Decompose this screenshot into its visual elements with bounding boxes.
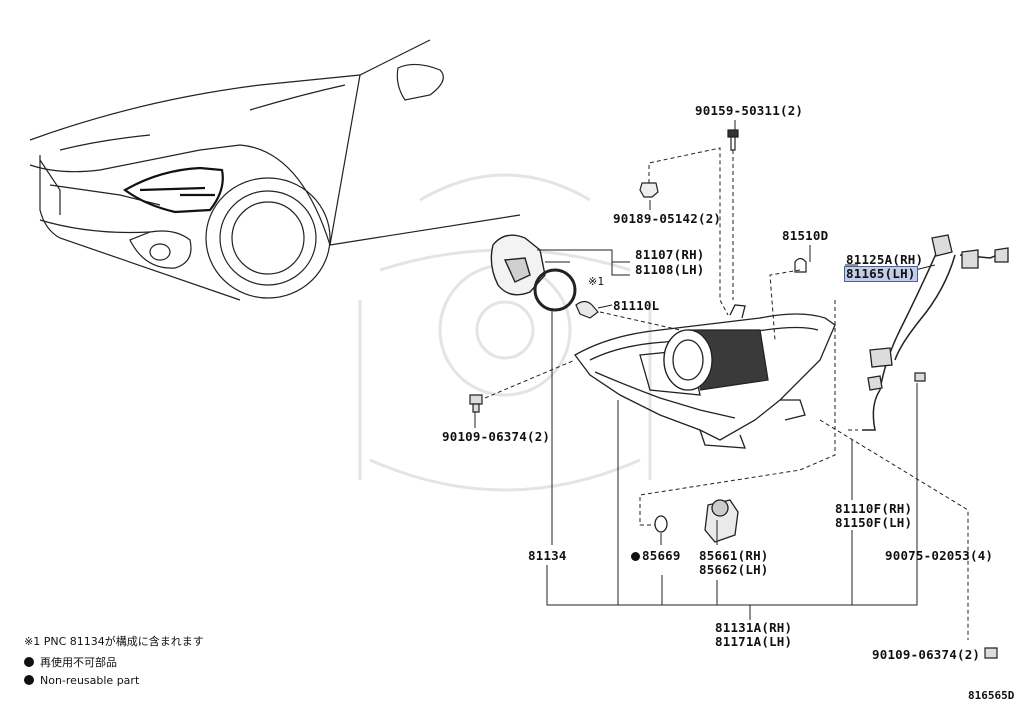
nut [639, 182, 659, 198]
cover-cap [490, 234, 546, 296]
label-ring: 85669 [631, 549, 681, 563]
label-unit-rh: 81110F(RH) [835, 501, 913, 516]
label-bolt-top: 90159-50311(2) [695, 103, 804, 118]
dashed-leaders [484, 147, 969, 640]
label-nut: 90189-05142(2) [613, 211, 722, 226]
label-wire-rh: 81125A(RH) [846, 252, 924, 267]
label-cover-lh: 81108(LH) [635, 262, 705, 277]
diagram-code: 816565D [968, 689, 1015, 702]
projector-lens [663, 329, 769, 391]
label-housing: 81134 [528, 548, 567, 563]
label-clip: 90075-02053(4) [885, 548, 994, 563]
ring-85669 [654, 515, 668, 533]
o-ring [533, 268, 577, 312]
legend-item-jp: 再使用不可部品 [24, 656, 117, 669]
legend-item-en: Non-reusable part [24, 674, 139, 687]
label-screw-left: 90109-06374(2) [442, 429, 551, 444]
clip-screw [914, 372, 998, 659]
label-socket: 81110L [613, 298, 660, 313]
label-unit-lh: 81150F(LH) [835, 515, 913, 530]
socket-81110l [575, 300, 599, 319]
label-wire-lh-highlighted[interactable]: 81165(LH) [844, 266, 918, 282]
label-ballast-lh: 85662(LH) [699, 562, 769, 577]
label-mark-1: ※1 [588, 275, 605, 288]
label-ring-text: 85669 [642, 548, 681, 563]
label-cover-rh: 81107(RH) [635, 247, 705, 262]
legend-note-1: ※1 PNC 81134が構成に含まれます [24, 635, 204, 648]
connectors [867, 234, 1009, 391]
label-assy-lh: 81171A(LH) [715, 634, 793, 649]
screw-left [469, 394, 483, 413]
bolt-top [727, 129, 739, 151]
label-ballast-rh: 85661(RH) [699, 548, 769, 563]
car-front-illustration [29, 39, 521, 301]
label-assy-rh: 81131A(RH) [715, 620, 793, 635]
label-bulb-w: 81510D [782, 228, 829, 243]
car-headlamp-highlight [122, 166, 224, 214]
ballast [704, 499, 739, 543]
legend-dot-jp [24, 657, 34, 667]
legend-item-jp-text: 再使用不可部品 [40, 656, 117, 669]
legend-item-en-text: Non-reusable part [40, 674, 140, 687]
label-screw-bottom: 90109-06374(2) [872, 647, 981, 662]
non-reusable-dot [631, 552, 640, 561]
legend-dot-en [24, 675, 34, 685]
bulb-w [794, 257, 807, 273]
